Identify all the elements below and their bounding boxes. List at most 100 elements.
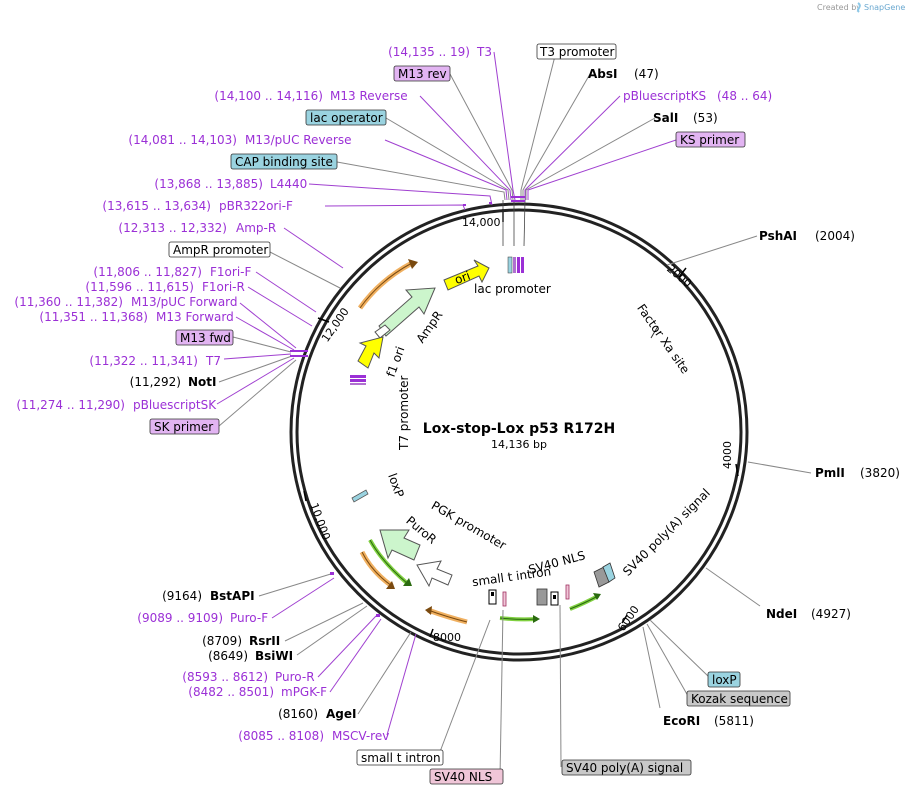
- sv40-polya-box[interactable]: SV40 poly(A) signal: [561, 759, 692, 776]
- factor-xa-site: [650, 325, 659, 339]
- small-t-intron-box[interactable]: small t intron: [356, 749, 444, 766]
- ori-label: ori: [453, 269, 472, 287]
- small-t-intron-feature: [488, 589, 507, 607]
- puro-f-range: (9089 .. 9109): [137, 611, 223, 625]
- ks-primer-text: KS primer: [680, 133, 739, 147]
- sv40-polya-text: SV40 poly(A) signal: [566, 761, 683, 775]
- pgk-promoter-feature[interactable]: [416, 560, 453, 588]
- pmli-label[interactable]: PmlI: [815, 466, 845, 480]
- pmli-position: (3820): [860, 466, 900, 480]
- top-feature-cluster: [507, 256, 524, 274]
- tick-label: 8000: [433, 631, 461, 644]
- m13-puc-reverse-label: M13/pUC Reverse: [245, 133, 352, 147]
- amp-r-primer-label: Amp-R: [236, 221, 276, 235]
- t3-promoter-box[interactable]: T3 promoter: [536, 43, 617, 60]
- kozak-sequence-box[interactable]: Kozak sequence: [686, 690, 791, 707]
- sk-primer-text: SK primer: [154, 420, 213, 434]
- backbone-ring: [289, 202, 749, 662]
- ori-feature[interactable]: [443, 259, 490, 291]
- ampr-promoter-feature: [374, 324, 391, 339]
- lac-operator-text: lac operator: [310, 111, 383, 125]
- m13-reverse-range: (14,100 .. 14,116): [214, 89, 323, 103]
- t7-promoter-label: T7 promoter: [397, 375, 411, 451]
- ampr-promoter-text: AmpR promoter: [173, 243, 268, 257]
- f1-ori-label: f1 ori: [384, 345, 408, 379]
- pbr322-ori-f-range: (13,615 .. 13,634): [102, 199, 211, 213]
- cap-binding-site-text: CAP binding site: [235, 155, 333, 169]
- t7-label: T7: [205, 354, 221, 368]
- noti-position: (11,292): [130, 375, 181, 389]
- sv40-polya-inner-label: SV40 poly(A) signal: [620, 486, 713, 579]
- noti-label[interactable]: NotI: [188, 375, 217, 389]
- m13-rev-text: M13 rev: [398, 67, 447, 81]
- sali-position: (53): [693, 111, 718, 125]
- loxp-box[interactable]: loxP: [707, 671, 741, 688]
- t3-range: (14,135 .. 19): [388, 45, 470, 59]
- cap-binding-site-box[interactable]: CAP binding site: [230, 153, 338, 170]
- snapgene-logo-icon: [857, 2, 861, 13]
- pshai-label[interactable]: PshAI: [759, 229, 797, 243]
- t3-promoter-text: T3 promoter: [539, 45, 615, 59]
- sv40-nls-feature: [536, 584, 570, 606]
- loxp-text: loxP: [712, 673, 737, 687]
- mscv-rev-range: (8085 .. 8108): [238, 729, 324, 743]
- t7-range: (11,322 .. 11,341): [89, 354, 198, 368]
- right-leader-lines: [642, 235, 812, 709]
- sv40-nls-inner-label: SV40 NLS: [527, 548, 587, 577]
- small-t-intron-text: small t intron: [361, 751, 441, 765]
- t7-feature-cluster: [350, 375, 366, 385]
- t3-label: T3: [476, 45, 492, 59]
- f1-ori-feature[interactable]: [357, 336, 384, 369]
- pgk-promoter-label: PGK promoter: [429, 498, 509, 552]
- m13-puc-forward-range: (11,360 .. 11,382): [14, 295, 123, 309]
- f1ori-f-label: F1ori-F: [210, 265, 251, 279]
- mpgk-f-range: (8482 .. 8501): [188, 685, 274, 699]
- tick-label: 10,000: [307, 501, 332, 542]
- tick-label: 4000: [721, 441, 734, 469]
- sv40-nls-box[interactable]: SV40 NLS: [429, 768, 504, 785]
- bstapi-label[interactable]: BstAPI: [210, 589, 255, 603]
- bstapi-position: (9164): [162, 589, 202, 603]
- m13-fwd-box[interactable]: M13 fwd: [175, 329, 234, 346]
- lac-operator-box[interactable]: lac operator: [305, 109, 387, 126]
- agei-label[interactable]: AgeI: [326, 707, 356, 721]
- l4440-label: L4440: [270, 177, 307, 191]
- pbluescript-sk-label: pBluescriptSK: [133, 398, 217, 412]
- puro-r-range: (8593 .. 8612): [182, 670, 268, 684]
- m13-puc-forward-label: M13/pUC Forward: [131, 295, 238, 309]
- credit-text: Created by: [817, 3, 861, 12]
- ecori-label[interactable]: EcoRI: [663, 714, 700, 728]
- rsrii-label[interactable]: RsrII: [249, 634, 280, 648]
- kozak-sequence-text: Kozak sequence: [691, 692, 788, 706]
- l4440-range: (13,868 .. 13,885): [154, 177, 263, 191]
- f1ori-f-range: (11,806 .. 11,827): [93, 265, 202, 279]
- ampr-promoter-box[interactable]: AmpR promoter: [168, 241, 271, 258]
- m13-fwd-text: M13 fwd: [180, 331, 231, 345]
- puror-feature[interactable]: [379, 529, 421, 561]
- pbluescript-ks-label: pBluescriptKS: [623, 89, 706, 103]
- ampr-label: AmpR: [413, 308, 445, 345]
- amp-r-primer-range: (12,313 .. 12,332): [118, 221, 227, 235]
- pbr322-ori-f-label: pBR322ori-F: [219, 199, 293, 213]
- f1ori-r-range: (11,596 .. 11,615): [85, 280, 194, 294]
- m13-forward-label: M13 Forward: [156, 310, 234, 324]
- ampr-feature[interactable]: [378, 287, 436, 337]
- absi-label[interactable]: AbsI: [588, 67, 617, 81]
- rsrii-position: (8709): [202, 634, 242, 648]
- loxp-inner-feature: [351, 489, 369, 503]
- agei-position: (8160): [278, 707, 318, 721]
- factor-xa-label: Factor Xa site: [634, 301, 692, 376]
- bsiwi-label[interactable]: BsiWI: [255, 649, 293, 663]
- sali-label[interactable]: SalI: [653, 111, 678, 125]
- ecori-position: (5811): [714, 714, 754, 728]
- top-feature-bars: [463, 196, 525, 206]
- m13-reverse-label: M13 Reverse: [330, 89, 408, 103]
- m13-puc-reverse-range: (14,081 .. 14,103): [128, 133, 237, 147]
- ndei-label[interactable]: NdeI: [766, 607, 797, 621]
- m13-rev-box[interactable]: M13 rev: [393, 65, 451, 82]
- mscv-rev-label: MSCV-rev: [332, 729, 389, 743]
- sk-primer-box[interactable]: SK primer: [149, 418, 220, 435]
- f1ori-r-label: F1ori-R: [202, 280, 245, 294]
- ks-primer-box[interactable]: KS primer: [675, 131, 746, 148]
